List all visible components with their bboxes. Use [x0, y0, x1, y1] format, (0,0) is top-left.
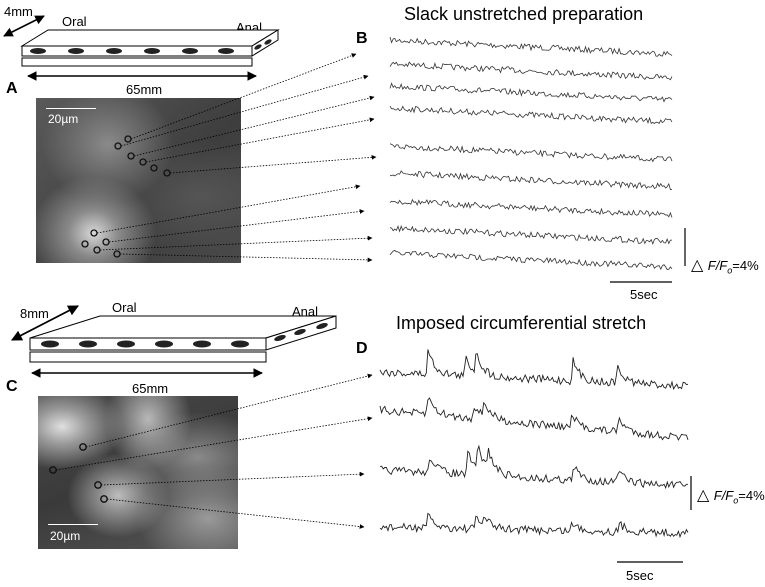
- scale-bar-c: [48, 524, 98, 525]
- link-arrow-c-1: [85, 373, 373, 448]
- length-label-a: 65mm: [126, 82, 163, 97]
- neuron-marker-a-3: [127, 152, 135, 160]
- scale-label-a: 20µm: [48, 112, 79, 126]
- trace-b-8: [389, 224, 672, 246]
- neuron-marker-a-10: [93, 246, 101, 254]
- panel-letter-d: D: [356, 340, 368, 357]
- neuron-marker-c-2: [49, 466, 57, 474]
- title-b: Slack unstretched preparation: [404, 4, 644, 24]
- ganglion-a-0: [30, 48, 46, 54]
- ganglion-a-5: [218, 48, 234, 54]
- neuron-marker-a-11: [113, 250, 121, 258]
- neuron-marker-a-7: [90, 229, 98, 237]
- link-arrow-a-9: [119, 253, 373, 263]
- link-arrow-a-7: [108, 209, 365, 243]
- link-arrow-a-6: [96, 184, 361, 234]
- ganglion-side-a-0: [254, 44, 262, 50]
- width-arrow-a: [3, 15, 45, 37]
- ganglion-a-3: [144, 48, 160, 54]
- neuron-marker-a-9: [81, 240, 89, 248]
- ganglion-a-4: [182, 48, 198, 54]
- link-arrow-c-4: [106, 498, 365, 529]
- ganglion-c-1: [79, 340, 97, 348]
- trace-b-6: [389, 170, 673, 191]
- panel-letter-a: A: [6, 80, 18, 97]
- neuron-marker-a-5: [150, 164, 158, 172]
- ganglion-c-0: [41, 340, 59, 348]
- oral-label-c: Oral: [112, 300, 137, 315]
- trace-b-3: [389, 82, 673, 103]
- ganglion-a-2: [106, 48, 122, 54]
- neuron-marker-a-2: [114, 142, 122, 150]
- ganglion-side-c-0: [274, 334, 286, 342]
- delta-symbol: △: [697, 487, 714, 504]
- link-arrow-c-3: [100, 471, 365, 486]
- prep-front-face-c: [29, 337, 267, 351]
- prep-lower-layer-c: [29, 351, 267, 363]
- trace-d-4: [379, 512, 689, 539]
- trace-b-5: [389, 143, 673, 163]
- time-scale-label-d: 5sec: [626, 568, 654, 583]
- amp-ratio: F/F: [713, 488, 734, 503]
- width-label-a: 4mm: [4, 4, 33, 19]
- panel-letter-c: C: [6, 378, 18, 395]
- trace-b-7: [389, 198, 673, 218]
- micrograph-a: 20µm: [36, 98, 241, 263]
- neuron-marker-c-4: [100, 495, 108, 503]
- neuron-marker-a-8: [102, 238, 110, 246]
- neuron-marker-a-6: [163, 169, 171, 177]
- link-arrow-a-5: [169, 154, 377, 174]
- link-arrow-a-8: [99, 235, 373, 251]
- amp-ratio: F/F: [707, 258, 728, 273]
- neuron-marker-c-3: [94, 481, 102, 489]
- trace-b-1: [389, 36, 673, 57]
- prep-front-face-a: [21, 45, 253, 57]
- time-scale-label-b: 5sec: [630, 287, 658, 302]
- neuron-marker-a-4: [139, 158, 147, 166]
- neuron-marker-c-1: [79, 443, 87, 451]
- amplitude-label-d: △ F/Fo=4%: [697, 485, 765, 506]
- amp-sub: o: [733, 495, 739, 506]
- link-arrow-a-2: [120, 74, 369, 147]
- trace-b-4: [389, 105, 673, 125]
- micrograph-c: 20µm: [38, 396, 238, 549]
- scale-label-c: 20µm: [50, 529, 81, 543]
- ganglion-side-c-1: [294, 328, 306, 336]
- length-label-c: 65mm: [132, 381, 169, 396]
- amp-sub: o: [727, 265, 733, 276]
- amp-value: =4%: [732, 258, 759, 273]
- width-arrow-c: [11, 305, 79, 341]
- ganglion-side-c-2: [316, 322, 328, 330]
- prep-top-face-a: [20, 29, 280, 47]
- title-d: Imposed circumferential stretch: [396, 313, 647, 333]
- amp-value: =4%: [738, 488, 765, 503]
- link-arrow-a-4: [145, 117, 375, 163]
- delta-symbol: △: [691, 257, 708, 274]
- amplitude-label-b: △ F/Fo=4%: [691, 255, 759, 276]
- trace-d-1: [379, 349, 689, 391]
- ganglion-c-5: [231, 340, 249, 348]
- ganglion-a-1: [68, 48, 84, 54]
- scale-bar-a: [46, 108, 96, 109]
- trace-b-9: [389, 249, 673, 271]
- anal-label-c: Anal: [292, 304, 319, 319]
- link-arrow-a-3: [133, 95, 375, 157]
- trace-b-2: [389, 61, 673, 81]
- link-arrow-c-2: [55, 416, 373, 471]
- ganglion-side-a-1: [264, 39, 272, 45]
- link-arrow-a-1: [130, 53, 357, 140]
- neuron-marker-a-1: [124, 135, 132, 143]
- ganglion-c-2: [117, 340, 135, 348]
- ganglion-c-3: [155, 340, 173, 348]
- panel-letter-b: B: [356, 30, 368, 47]
- trace-d-2: [379, 397, 689, 441]
- ganglion-c-4: [193, 340, 211, 348]
- prep-lower-layer-a: [21, 57, 253, 67]
- oral-label-a: Oral: [62, 14, 87, 29]
- trace-d-3: [379, 444, 688, 490]
